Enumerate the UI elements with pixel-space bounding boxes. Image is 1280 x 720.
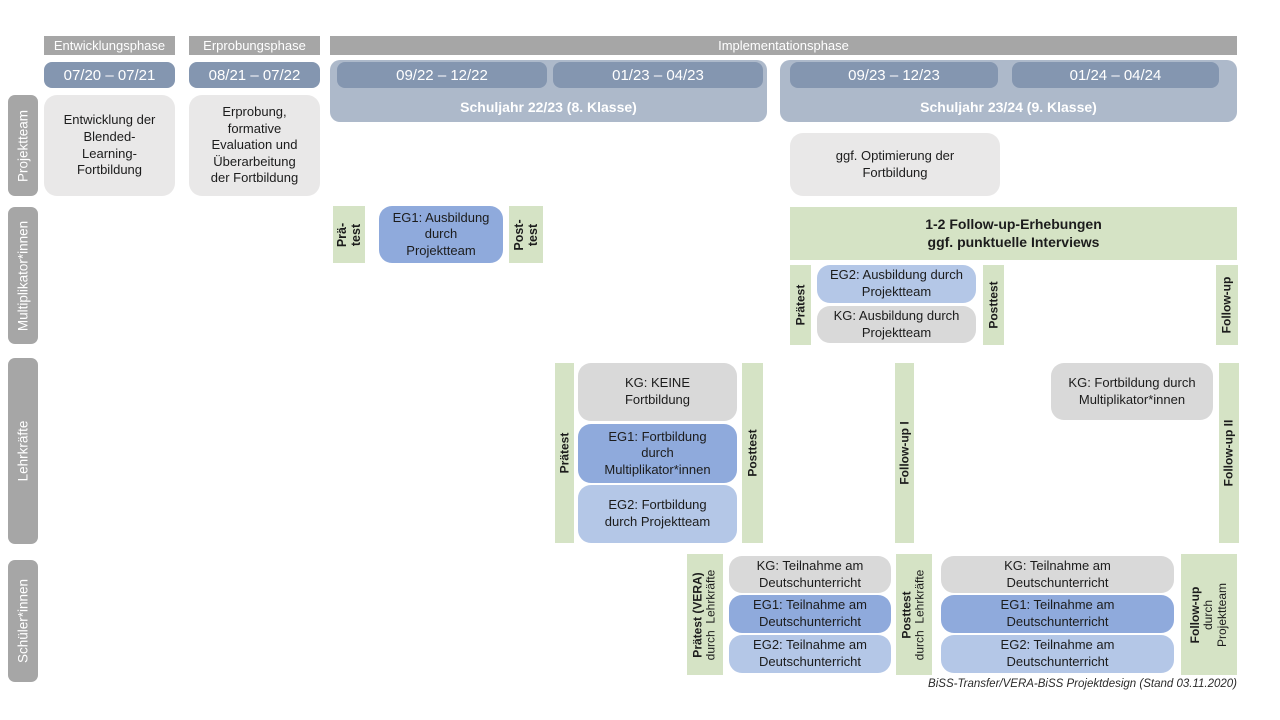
box-eg1-fortbildung-multiplikatoren: EG1: Fortbildung durch Multiplikator*inn… [578,424,737,483]
box-eg2-ausbildung-projektteam: EG2: Ausbildung durch Projektteam [817,265,976,303]
row-label-schueler-text: Schüler*innen [15,578,31,664]
test-bar-followup1-lehrkraefte-text: Follow-up I [896,421,911,485]
test-bar-praetest-multiplikatoren-2: Prätest [790,265,811,345]
test-bar-posttest-lehrkraefte: Posttest [742,363,763,543]
box-kg-keine-fortbildung: KG: KEINE Fortbildung [578,363,737,421]
phase-header-erprobungsphase: Erprobungsphase [189,36,320,55]
followup-label: Follow-up [1187,586,1202,643]
test-bar-posttest-multiplikatoren-text: Post- test [512,218,540,251]
box-eg2-teilnahme-1: EG2: Teilnahme am Deutschunterricht [729,635,891,673]
test-bar-praetest-lehrkraefte: Prätest [555,363,574,543]
row-label-lehrkraefte-text: Lehrkräfte [15,420,31,482]
test-bar-posttest-multiplikatoren: Post- test [509,206,543,263]
test-bar-followup-multiplikatoren: Follow-up [1216,265,1238,345]
period-bar-0720-0721: 07/20 – 07/21 [44,62,175,88]
box-kg-fortbildung-multiplikatoren: KG: Fortbildung durch Multiplikator*inne… [1051,363,1213,420]
test-bar-posttest-lehrkraefte-text: Posttest [744,429,759,477]
box-erprobung-evaluation: Erprobung, formative Evaluation und Über… [189,95,320,196]
period-bar-0922-1222: 09/22 – 12/22 [337,62,547,88]
period-bar-0123-0423: 01/23 – 04/23 [553,62,763,88]
box-kg-teilnahme-1: KG: Teilnahme am Deutschunterricht [729,556,891,593]
box-kg-teilnahme-2: KG: Teilnahme am Deutschunterricht [941,556,1174,593]
box-eg1-teilnahme-2: EG1: Teilnahme am Deutschunterricht [941,595,1174,633]
box-followup-erhebungen: 1-2 Follow-up-Erhebungen ggf. punktuelle… [790,207,1237,260]
row-label-projektteam-text: Projektteam [15,109,31,182]
praetest-vera-sublabel: durch Lehrkräfte [704,569,718,660]
box-eg1-teilnahme-1: EG1: Teilnahme am Deutschunterricht [729,595,891,633]
box-eg2-fortbildung-projektteam: EG2: Fortbildung durch Projektteam [578,485,737,543]
posttest-sublabel: durch Lehrkräfte [913,569,927,660]
phase-header-implementationsphase: Implementationsphase [330,36,1237,55]
test-bar-praetest-vera-schueler: Prätest (VERA)durch Lehrkräfte [687,554,723,675]
phase-header-entwicklungsphase: Entwicklungsphase [44,36,175,55]
row-label-schueler: Schüler*innen [8,560,38,682]
posttest-label: Posttest [899,590,914,639]
row-label-multiplikatoren: Multiplikator*innen [8,207,38,344]
test-bar-praetest-multiplikatoren-text: Prä- test [335,222,363,247]
praetest-vera-label: Prätest (VERA) [690,571,705,658]
caption: BiSS-Transfer/VERA-BiSS Projektdesign (S… [928,678,1237,690]
test-bar-followup1-lehrkraefte: Follow-up I [895,363,914,543]
followup-sublabel-projektteam: Projektteam [1214,582,1229,647]
period-bar-0124-0424: 01/24 – 04/24 [1012,62,1219,88]
test-bar-praetest-multiplikatoren-2-text: Prätest [792,284,807,326]
box-kg-ausbildung-projektteam: KG: Ausbildung durch Projektteam [817,306,976,343]
test-bar-praetest-multiplikatoren: Prä- test [333,206,365,263]
period-bar-0923-1223: 09/23 – 12/23 [790,62,998,88]
box-eg2-teilnahme-2: EG2: Teilnahme am Deutschunterricht [941,635,1174,673]
test-bar-followup2-lehrkraefte-text: Follow-up II [1221,419,1236,487]
schoolyear-label-22-23: Schuljahr 22/23 (8. Klasse) [460,99,637,115]
test-bar-posttest-multiplikatoren-2: Posttest [983,265,1004,345]
followup-sublabel-durch: durch [1201,599,1216,630]
row-label-multiplikatoren-text: Multiplikator*innen [15,220,31,331]
schoolyear-label-23-24: Schuljahr 23/24 (9. Klasse) [920,99,1097,115]
box-eg1-ausbildung-projektteam: EG1: Ausbildung durch Projektteam [379,206,503,263]
period-bar-0821-0722: 08/21 – 07/22 [189,62,320,88]
test-bar-praetest-lehrkraefte-text: Prätest [556,432,571,474]
test-bar-posttest-multiplikatoren-2-text: Posttest [985,281,1000,329]
box-entwicklung-fortbildung: Entwicklung der Blended- Learning- Fortb… [44,95,175,196]
test-bar-followup-multiplikatoren-text: Follow-up [1219,276,1234,334]
row-label-lehrkraefte: Lehrkräfte [8,358,38,544]
test-bar-followup2-lehrkraefte: Follow-up II [1219,363,1239,543]
row-label-projektteam: Projektteam [8,95,38,196]
box-optimierung-fortbildung: ggf. Optimierung der Fortbildung [790,133,1000,196]
test-bar-praetest-vera-schueler-text: Prätest (VERA)durch Lehrkräfte [690,569,719,660]
